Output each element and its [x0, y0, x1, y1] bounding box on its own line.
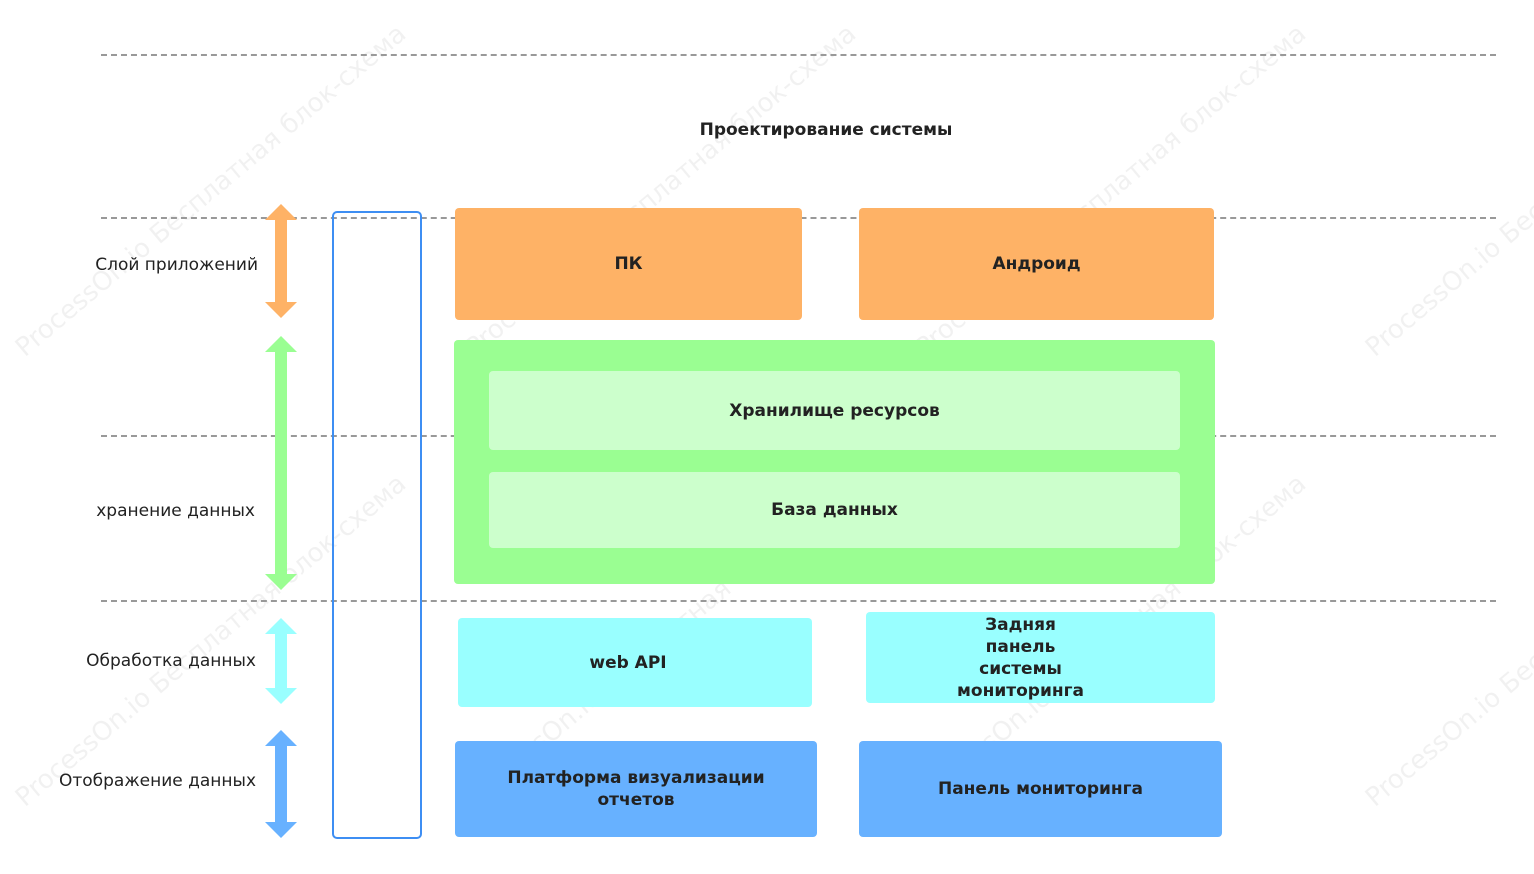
- block-pc-label: ПК: [614, 254, 643, 274]
- apps-double-arrow-icon: [265, 204, 297, 318]
- block-database: База данных: [489, 472, 1180, 548]
- block-monitor-backend-label: Задняя панель системы мониторинга: [957, 614, 1084, 701]
- block-web-api: web API: [458, 618, 812, 707]
- block-report-platform-label: Платформа визуализации отчетов: [507, 768, 765, 810]
- diagram-title: Проектирование системы: [699, 120, 953, 140]
- display-double-arrow-icon: [265, 730, 297, 838]
- block-report-platform: Платформа визуализации отчетов: [455, 741, 817, 837]
- layer-label-apps: Слой приложений: [95, 255, 258, 275]
- layer-label-display: Отображение данных: [58, 771, 256, 791]
- block-monitor-panel: Панель мониторинга: [859, 741, 1222, 837]
- processing-double-arrow-icon: [265, 618, 297, 704]
- block-android: Андроид: [859, 208, 1214, 320]
- storage-double-arrow-icon: [265, 336, 297, 590]
- divider-top: [101, 54, 1496, 56]
- vertical-side-bar: [332, 211, 422, 839]
- block-pc: ПК: [455, 208, 802, 320]
- block-web-api-label: web API: [589, 652, 667, 673]
- divider-storage-bottom: [101, 600, 1496, 602]
- layer-label-processing: Обработка данных: [86, 651, 256, 671]
- layer-label-storage: хранение данных: [96, 501, 255, 521]
- block-database-label: База данных: [771, 500, 898, 520]
- watermark: ProcessOn.io Бесплатная блок-схема: [1360, 19, 1534, 363]
- block-monitor-backend: Задняя панель системы мониторинга: [866, 612, 1215, 703]
- block-android-label: Андроид: [992, 254, 1081, 274]
- block-resource-storage-label: Хранилище ресурсов: [729, 400, 940, 421]
- watermark: ProcessOn.io Бесплатная блок-схема: [1360, 469, 1534, 813]
- block-monitor-panel-label: Панель мониторинга: [937, 779, 1144, 799]
- block-resource-storage: Хранилище ресурсов: [489, 371, 1180, 450]
